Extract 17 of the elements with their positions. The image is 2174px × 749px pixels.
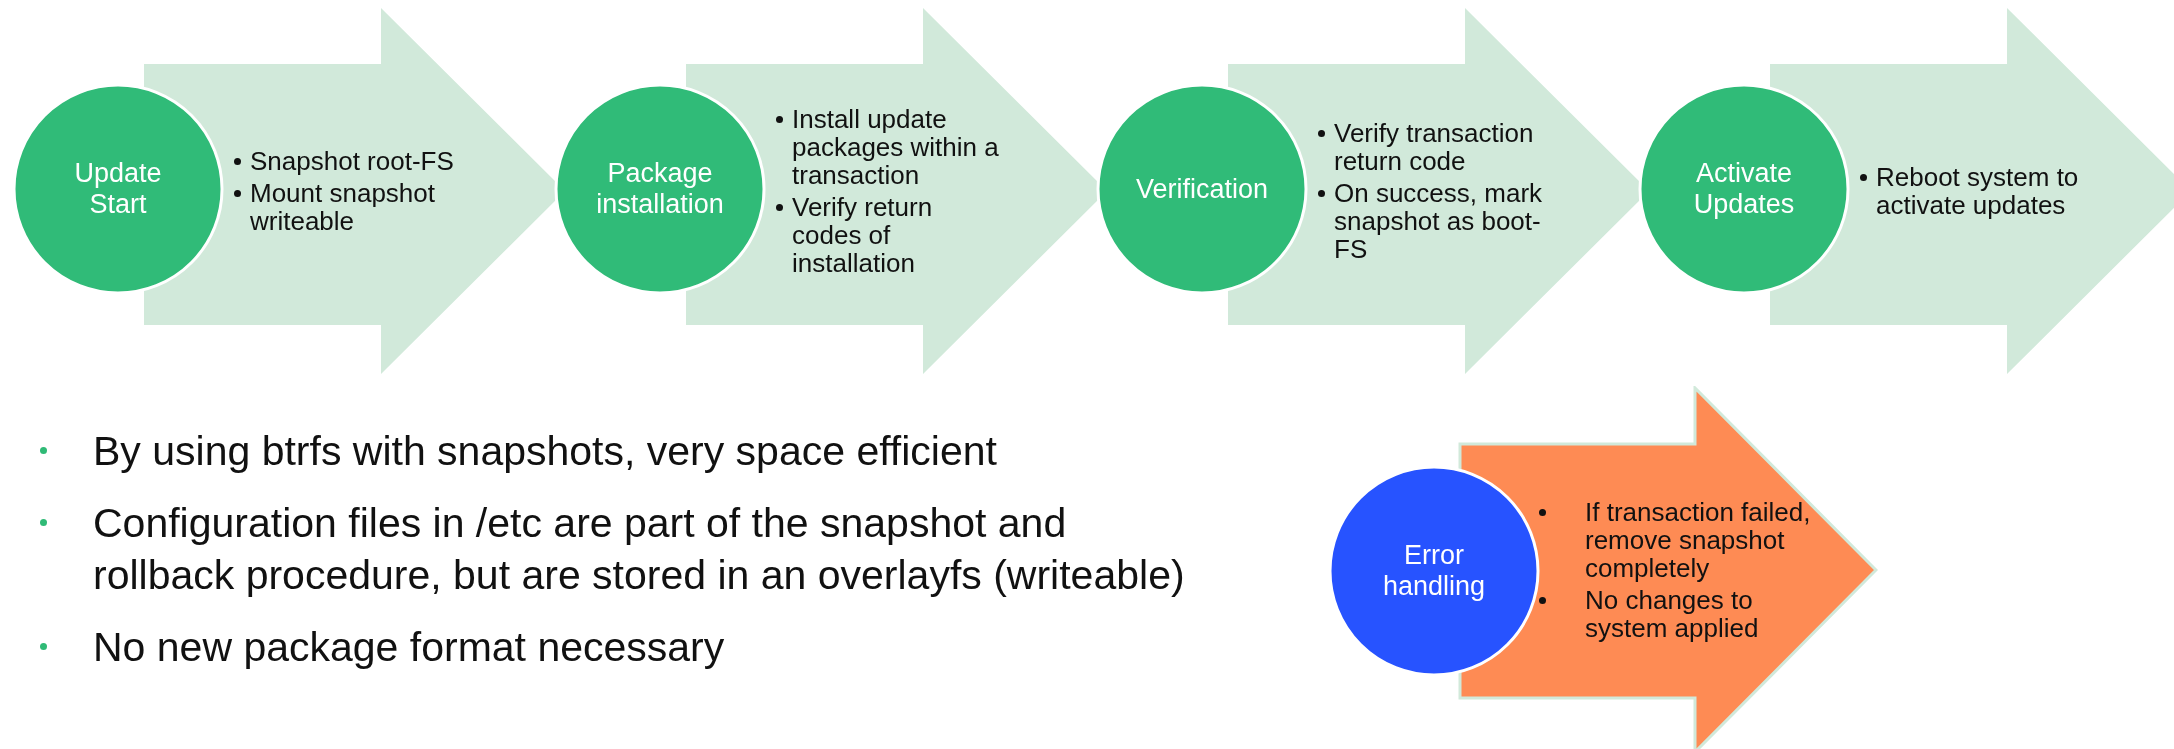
bullet-text: Reboot system to activate updates — [1876, 162, 2079, 220]
bullet-text: By using btrfs with snapshots, very space efficient — [93, 428, 997, 474]
step-title: Verification — [1134, 173, 1270, 205]
bullet-text: Snapshot root-FS — [250, 146, 454, 176]
step-title: Update Start — [73, 158, 163, 220]
bullet-text: Verify return codes of installation — [792, 192, 933, 278]
step-title: Activate Updates — [1692, 158, 1796, 220]
step-title: Package installation — [595, 158, 725, 220]
bullet-text: No changes to system applied — [1585, 585, 1759, 643]
step-title: Error handling — [1381, 540, 1487, 602]
bullet-text: No new package format necessary — [93, 624, 725, 670]
bullet-text: Configuration files in /etc are part of the snapshot and rollback procedure, but are stored in an overlayfs (writeable) — [93, 500, 1185, 598]
bullet-text: If transaction failed, remove snapshot completely — [1585, 497, 1811, 583]
bullet-text: Mount snapshot writeable — [250, 178, 435, 236]
bullet-text: Verify transaction return code — [1334, 118, 1534, 176]
bullet-text: On success, mark snapshot as boot-FS — [1334, 178, 1543, 264]
bullet-text: Install update packages within a transaction — [792, 104, 999, 190]
